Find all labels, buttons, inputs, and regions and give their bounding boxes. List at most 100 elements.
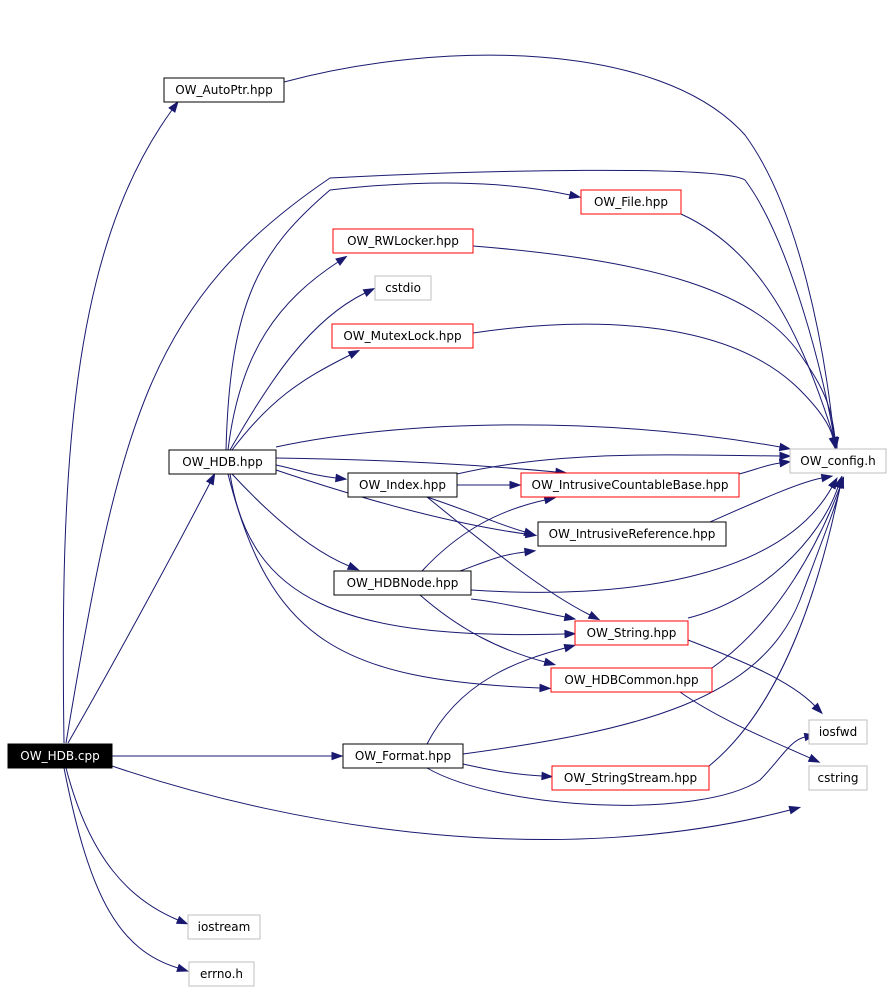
- edge-arrowhead: [524, 547, 537, 557]
- edge-ow_hdb_hpp-to-ow_rwlocker: [227, 255, 348, 451]
- edge-line: [227, 473, 541, 689]
- edge-line: [426, 496, 526, 533]
- edge-ow_index-to-ow_iref: [426, 496, 537, 537]
- node-box[interactable]: [551, 765, 710, 791]
- edge-line: [426, 496, 591, 616]
- edge-line: [283, 54, 835, 439]
- edge-arrowhead: [811, 702, 823, 715]
- edge-ow_hdb_cpp-to-ow_hdb_hpp: [67, 472, 216, 744]
- node-box[interactable]: [7, 743, 113, 769]
- edge-arrowhead: [335, 473, 348, 483]
- node-box[interactable]: [808, 765, 868, 791]
- node-ow-file[interactable]: OW_File.hpp: [580, 189, 682, 215]
- node-ow-rwlocker[interactable]: OW_RWLocker.hpp: [332, 228, 474, 254]
- node-label: OW_IntrusiveReference.hpp: [549, 527, 716, 541]
- node-label: OW_File.hpp: [594, 195, 668, 209]
- node-box[interactable]: [520, 472, 740, 498]
- edge-ow_index-to-ow_config: [456, 451, 792, 475]
- edge-arrowhead: [176, 963, 190, 972]
- node-ow-index[interactable]: OW_Index.hpp: [347, 472, 458, 498]
- node-ow-hdb-cpp[interactable]: OW_HDB.cpp: [7, 743, 113, 769]
- node-ow-config[interactable]: OW_config.h: [789, 448, 887, 474]
- node-box[interactable]: [188, 961, 255, 987]
- node-box[interactable]: [347, 472, 458, 498]
- node-label: OW_IntrusiveCountableBase.hpp: [532, 478, 729, 492]
- node-ow-mutexlock[interactable]: OW_MutexLock.hpp: [331, 323, 474, 349]
- node-ow-stringstream[interactable]: OW_StringStream.hpp: [551, 765, 710, 791]
- edge-arrowhead: [807, 753, 821, 763]
- nodes-layer: OW_HDB.cpp OW_AutoPtr.hppOW_File.hppOW_RW…: [7, 77, 887, 987]
- edge-ow_index-to-ow_icb: [457, 480, 522, 490]
- edge-line: [275, 464, 337, 479]
- node-label: iostream: [198, 920, 251, 934]
- node-box[interactable]: [789, 448, 887, 474]
- node-box[interactable]: [187, 914, 261, 940]
- edge-ow_hdbnode-to-ow_iref: [459, 547, 537, 572]
- edge-arrowhead: [335, 255, 348, 266]
- node-ow-icb[interactable]: OW_IntrusiveCountableBase.hpp: [520, 472, 740, 498]
- node-ow-autoptr[interactable]: OW_AutoPtr.hpp: [163, 77, 285, 103]
- node-box[interactable]: [580, 189, 682, 215]
- edge-ow_hdb_cpp-to-cstring: [111, 765, 802, 840]
- node-label: OW_HDBNode.hpp: [347, 576, 459, 590]
- node-cstdio[interactable]: cstdio: [374, 275, 432, 301]
- edge-line: [225, 182, 571, 451]
- edge-ow_index-to-ow_string: [426, 496, 601, 621]
- edge-ow_mutexlock-to-ow_config: [472, 323, 838, 450]
- node-ow-string[interactable]: OW_String.hpp: [574, 620, 689, 646]
- edge-line: [227, 261, 339, 451]
- node-label: iosfwd: [819, 725, 857, 739]
- node-box[interactable]: [333, 570, 472, 596]
- edge-line: [65, 767, 179, 921]
- edge-arrowhead: [509, 480, 522, 490]
- edge-ow_hdbcommon-to-cstring: [679, 691, 821, 763]
- edge-ow_icb-to-ow_config: [738, 458, 792, 475]
- edge-line: [229, 473, 566, 636]
- edge-arrowhead: [168, 100, 179, 113]
- edge-line: [426, 736, 806, 806]
- node-errno[interactable]: errno.h: [188, 961, 255, 987]
- edge-arrowhead: [175, 915, 189, 925]
- node-box[interactable]: [331, 323, 474, 349]
- node-box[interactable]: [332, 228, 474, 254]
- edge-line: [470, 486, 833, 593]
- node-label: OW_Index.hpp: [359, 478, 446, 492]
- node-box[interactable]: [550, 667, 713, 693]
- edge-ow_hdb_hpp-to-ow_index: [275, 464, 348, 483]
- node-box[interactable]: [574, 620, 689, 646]
- node-box[interactable]: [537, 521, 727, 547]
- edge-ow_iref-to-ow_config: [709, 473, 834, 523]
- node-cstring[interactable]: cstring: [808, 765, 868, 791]
- node-ow-iref[interactable]: OW_IntrusiveReference.hpp: [537, 521, 727, 547]
- edge-line: [462, 486, 841, 755]
- node-iosfwd[interactable]: iosfwd: [808, 719, 868, 745]
- edge-arrowhead: [541, 771, 554, 781]
- edge-arrowhead: [820, 473, 834, 483]
- node-ow-hdbnode[interactable]: OW_HDBNode.hpp: [333, 570, 472, 596]
- node-ow-hdbcommon[interactable]: OW_HDBCommon.hpp: [550, 667, 713, 693]
- node-box[interactable]: [808, 719, 868, 745]
- edge-arrowhead: [778, 458, 792, 468]
- node-box[interactable]: [168, 449, 277, 475]
- edge-arrowhead: [539, 683, 552, 693]
- edge-line: [63, 767, 179, 969]
- node-box[interactable]: [374, 275, 432, 301]
- edge-ow_hdb_hpp-to-ow_config: [275, 424, 792, 452]
- node-ow-format[interactable]: OW_Format.hpp: [342, 743, 464, 769]
- edge-ow_rwlocker-to-ow_config: [472, 245, 840, 450]
- edge-line: [680, 213, 835, 439]
- node-label: OW_HDB.hpp: [182, 455, 262, 469]
- node-box[interactable]: [342, 743, 464, 769]
- edge-ow_format-to-ow_config: [462, 475, 845, 755]
- node-iostream[interactable]: iostream: [187, 914, 261, 940]
- edge-line: [275, 469, 527, 535]
- node-label: OW_config.h: [800, 454, 875, 468]
- edge-line: [275, 424, 781, 448]
- edge-arrowhead: [778, 442, 792, 452]
- edge-line: [111, 765, 791, 840]
- node-box[interactable]: [163, 77, 285, 103]
- edge-arrowhead: [587, 610, 601, 621]
- edge-line: [679, 691, 811, 759]
- node-ow-hdb-hpp[interactable]: OW_HDB.hpp: [168, 449, 277, 475]
